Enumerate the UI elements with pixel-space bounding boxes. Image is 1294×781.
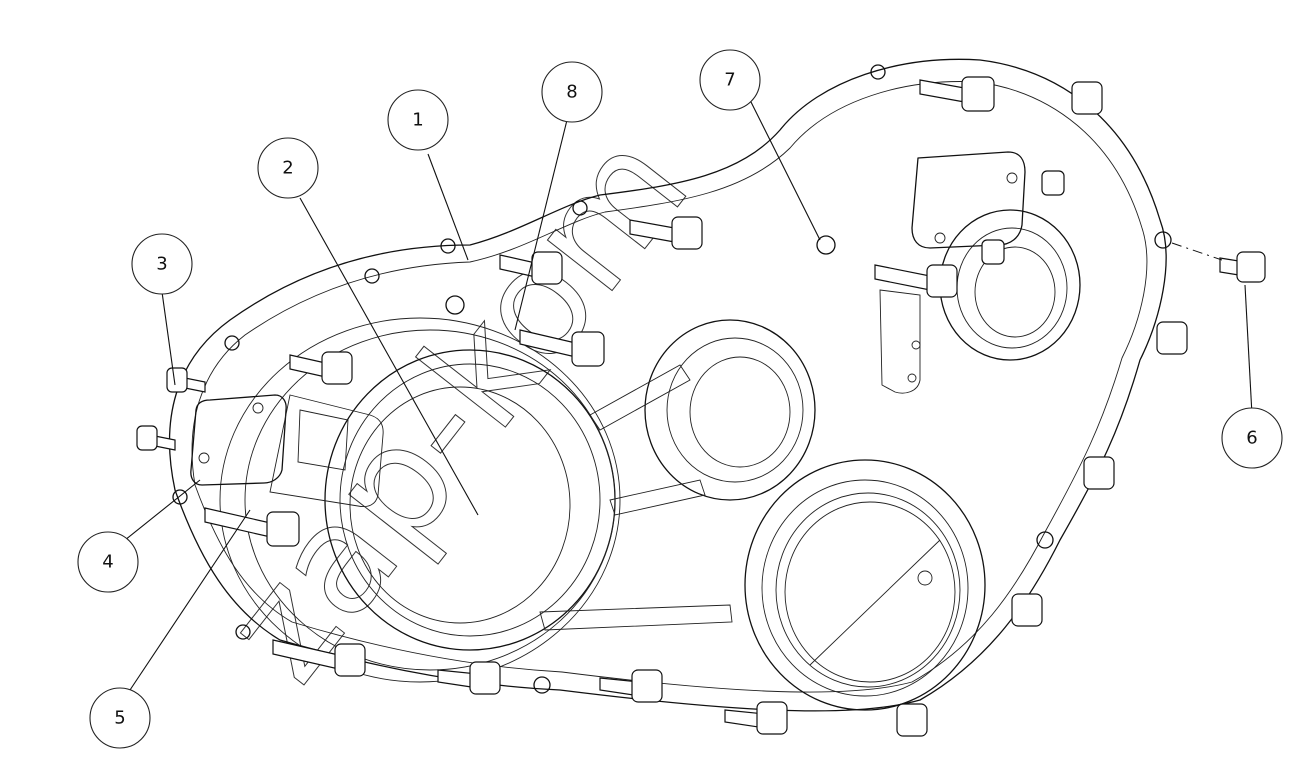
bolt xyxy=(519,329,605,367)
lug-hole xyxy=(533,676,551,694)
upper-boss xyxy=(939,209,1081,361)
bolt xyxy=(1156,321,1188,355)
callout-label: 1 xyxy=(412,110,423,131)
lug-hole xyxy=(816,235,836,255)
callout-2: 2 xyxy=(257,137,319,199)
bolt xyxy=(499,251,563,285)
bolt xyxy=(204,507,300,547)
sensor-plate xyxy=(190,394,384,507)
lug-hole xyxy=(445,295,465,315)
lug-hole xyxy=(1036,531,1054,549)
bolt xyxy=(136,425,176,451)
lug-hole xyxy=(172,489,188,505)
bolt-part-6 xyxy=(1219,251,1266,283)
bolt xyxy=(629,216,703,250)
callout-label: 5 xyxy=(114,708,125,729)
housing-cover-outline xyxy=(168,58,1167,712)
callout-label: 6 xyxy=(1246,428,1257,449)
middle-bearing-boss xyxy=(589,319,816,516)
bolt xyxy=(981,239,1005,265)
bolt xyxy=(272,639,366,677)
flange-lugs xyxy=(172,64,1172,694)
callout-7: 7 xyxy=(699,49,761,111)
rib xyxy=(539,604,733,631)
lug-hole xyxy=(870,64,886,80)
housing-inner-outline xyxy=(191,81,1148,693)
lug-hole xyxy=(572,200,588,216)
lug-hole xyxy=(224,335,240,351)
axis-line-6 xyxy=(1171,242,1223,261)
lug-hole xyxy=(1154,231,1172,249)
lug-hole xyxy=(364,268,380,284)
callout-5: 5 xyxy=(89,687,151,749)
callout-4: 4 xyxy=(77,531,139,593)
bolt xyxy=(1083,456,1115,490)
callout-6: 6 xyxy=(1221,407,1283,469)
callout-label: 4 xyxy=(102,552,113,573)
callout-label: 8 xyxy=(566,82,577,103)
bolt xyxy=(724,701,788,735)
callout-3: 3 xyxy=(131,233,193,295)
bolt xyxy=(1041,170,1065,196)
bolt xyxy=(599,669,663,703)
bolt xyxy=(1071,81,1103,115)
callout-label: 3 xyxy=(156,254,167,275)
bolt xyxy=(1011,593,1043,627)
lug-hole xyxy=(235,624,251,640)
dome-cover xyxy=(219,317,621,683)
callout-label: 7 xyxy=(724,70,735,91)
callout-label: 2 xyxy=(282,158,293,179)
breather-bracket xyxy=(879,151,1026,394)
callout-1: 1 xyxy=(387,89,449,151)
callout-8: 8 xyxy=(541,61,603,123)
bolt xyxy=(874,264,958,298)
bolt xyxy=(289,351,353,385)
output-opening xyxy=(744,459,986,711)
bolt xyxy=(919,76,995,112)
bolt xyxy=(437,661,501,695)
bolt xyxy=(896,703,928,737)
leader-lines xyxy=(119,99,1253,691)
lug-hole xyxy=(440,238,456,254)
